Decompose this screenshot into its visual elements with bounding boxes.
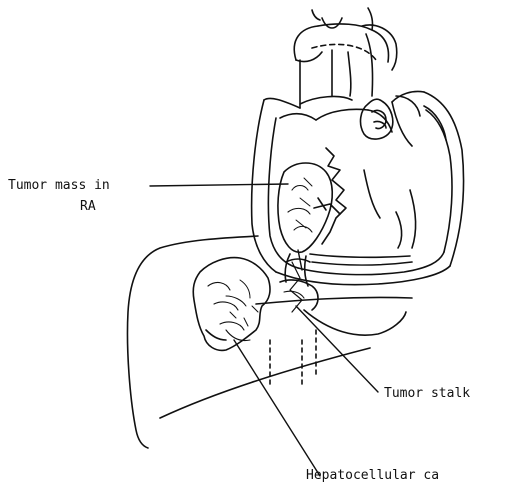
leader-tumor-mass (150, 184, 288, 186)
tumor-mass-ra (278, 148, 416, 252)
hepatocellular-ca-label: Hepatocellular ca (306, 468, 439, 484)
tumor-mass-label: Tumor mass in (8, 178, 110, 194)
leader-hepatocellular (234, 340, 320, 476)
tumor-stalk-label: Tumor stalk (384, 386, 470, 402)
great-vessels (294, 8, 397, 108)
heart-outline (252, 91, 464, 284)
leader-lines (150, 184, 378, 476)
tumor-mass-label-ra: RA (80, 199, 96, 215)
